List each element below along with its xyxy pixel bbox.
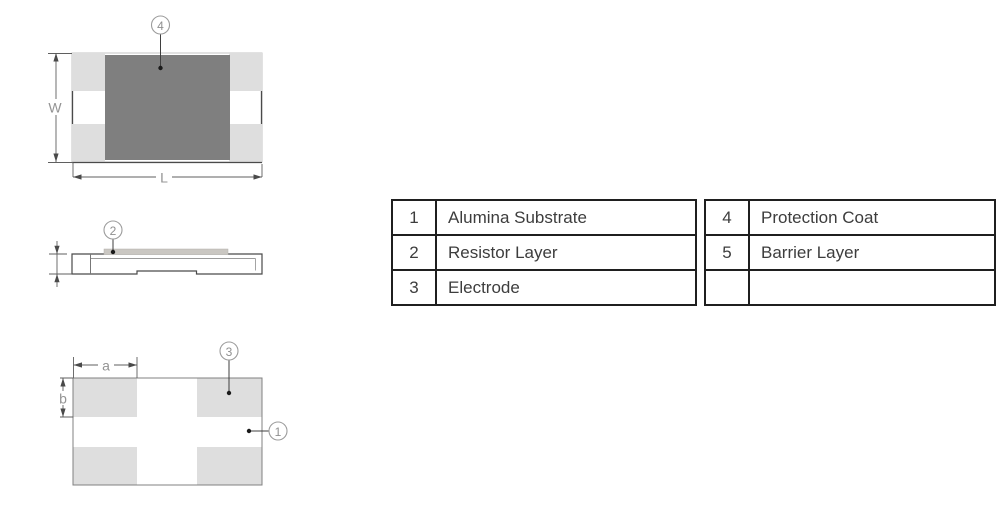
protection-coat-region bbox=[105, 55, 230, 160]
arrowhead-icon bbox=[53, 153, 59, 162]
electrode-pad bbox=[197, 447, 262, 485]
arrowhead-icon bbox=[54, 274, 60, 283]
dimension-a: a bbox=[73, 357, 138, 378]
arrowhead-icon bbox=[128, 362, 137, 368]
table-row bbox=[704, 269, 996, 306]
arrowhead-icon bbox=[60, 408, 66, 417]
dimension-thickness bbox=[49, 241, 72, 287]
callout-number: 4 bbox=[157, 19, 164, 33]
arrowhead-icon bbox=[73, 362, 82, 368]
table-row: 2 Resistor Layer bbox=[391, 234, 697, 271]
legend-cell-number: 3 bbox=[391, 269, 437, 306]
dim-a-label: a bbox=[102, 358, 110, 374]
legend-cell-number: 4 bbox=[704, 199, 750, 236]
dim-b-label: b bbox=[59, 391, 67, 407]
electrode-pad bbox=[229, 124, 262, 162]
arrowhead-icon bbox=[53, 53, 59, 62]
dim-length-label: L bbox=[160, 170, 168, 186]
callout-circle bbox=[219, 341, 239, 361]
legend-cell-name: Electrode bbox=[435, 269, 697, 306]
dim-width-label: W bbox=[48, 100, 62, 116]
side-view: 2 bbox=[49, 220, 263, 287]
table-row: 5 Barrier Layer bbox=[704, 234, 996, 271]
legend-cell-number: 5 bbox=[704, 234, 750, 271]
top-view-edges bbox=[71, 91, 263, 164]
legend-cell-name: Resistor Layer bbox=[435, 234, 697, 271]
callout-circle bbox=[150, 15, 171, 35]
dimension-b: b bbox=[56, 377, 74, 418]
callout-circle bbox=[103, 220, 123, 240]
legend: 1 Alumina Substrate 2 Resistor Layer 3 E… bbox=[391, 199, 996, 306]
electrode-pad bbox=[229, 53, 262, 91]
legend-cell-number bbox=[704, 269, 750, 306]
side-view-body bbox=[71, 253, 263, 275]
resistor-layer-region bbox=[103, 248, 229, 255]
arrowhead-icon bbox=[54, 245, 60, 254]
side-view-inner-line bbox=[90, 258, 256, 271]
table-row: 1 Alumina Substrate bbox=[391, 199, 697, 236]
electrode-pad bbox=[72, 53, 105, 91]
callout-alumina-substrate: 1 bbox=[246, 421, 288, 441]
arrowhead-icon bbox=[60, 378, 66, 387]
callout-circle bbox=[268, 421, 288, 441]
electrode-pad bbox=[72, 124, 105, 162]
table-row: 4 Protection Coat bbox=[704, 199, 996, 236]
arrowhead-icon bbox=[73, 174, 82, 180]
legend-cell-number: 1 bbox=[391, 199, 437, 236]
dimension-W: W bbox=[47, 53, 74, 177]
dimension-L: L bbox=[73, 164, 263, 186]
callout-number: 3 bbox=[226, 345, 233, 359]
arrowhead-icon bbox=[253, 174, 262, 180]
callout-number: 1 bbox=[275, 425, 282, 439]
legend-cell-name: Alumina Substrate bbox=[435, 199, 697, 236]
legend-table-right: 4 Protection Coat 5 Barrier Layer bbox=[704, 199, 996, 306]
legend-cell-name: Protection Coat bbox=[748, 199, 996, 236]
legend-cell-number: 2 bbox=[391, 234, 437, 271]
top-view: W L 4 bbox=[47, 15, 263, 186]
electrode-pad bbox=[73, 447, 137, 485]
legend-table-left: 1 Alumina Substrate 2 Resistor Layer 3 E… bbox=[391, 199, 697, 306]
leader-dot bbox=[226, 390, 232, 396]
callout-protection-coat: 4 bbox=[150, 15, 171, 71]
legend-cell-name: Barrier Layer bbox=[748, 234, 996, 271]
leader-dot bbox=[158, 65, 163, 71]
callout-number: 2 bbox=[110, 224, 117, 238]
legend-cell-name bbox=[748, 269, 996, 306]
callout-resistor-layer: 2 bbox=[103, 220, 123, 255]
table-row: 3 Electrode bbox=[391, 269, 697, 306]
electrode-pad bbox=[73, 378, 137, 417]
leader-dot bbox=[110, 249, 116, 255]
bottom-view: a b 3 1 bbox=[56, 341, 288, 486]
callout-electrode: 3 bbox=[219, 341, 239, 396]
leader-dot bbox=[246, 428, 252, 434]
